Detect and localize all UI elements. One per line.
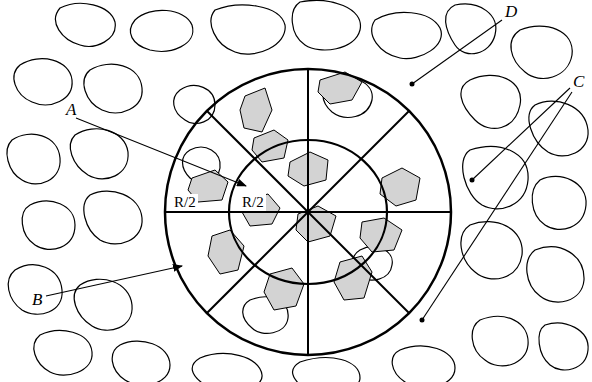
dispersed-grains <box>188 72 420 310</box>
callout-letter: B <box>30 290 44 309</box>
callout-letter: D <box>503 2 519 21</box>
leader-lines <box>46 20 572 320</box>
measuring-grid <box>165 69 451 355</box>
dimension-label: R/2 <box>172 194 198 211</box>
callout-letter: A <box>64 100 78 119</box>
callout-letter: C <box>571 72 586 91</box>
dimension-label: R/2 <box>240 194 266 211</box>
leader-dots <box>410 82 475 323</box>
matrix-grains <box>7 0 588 382</box>
